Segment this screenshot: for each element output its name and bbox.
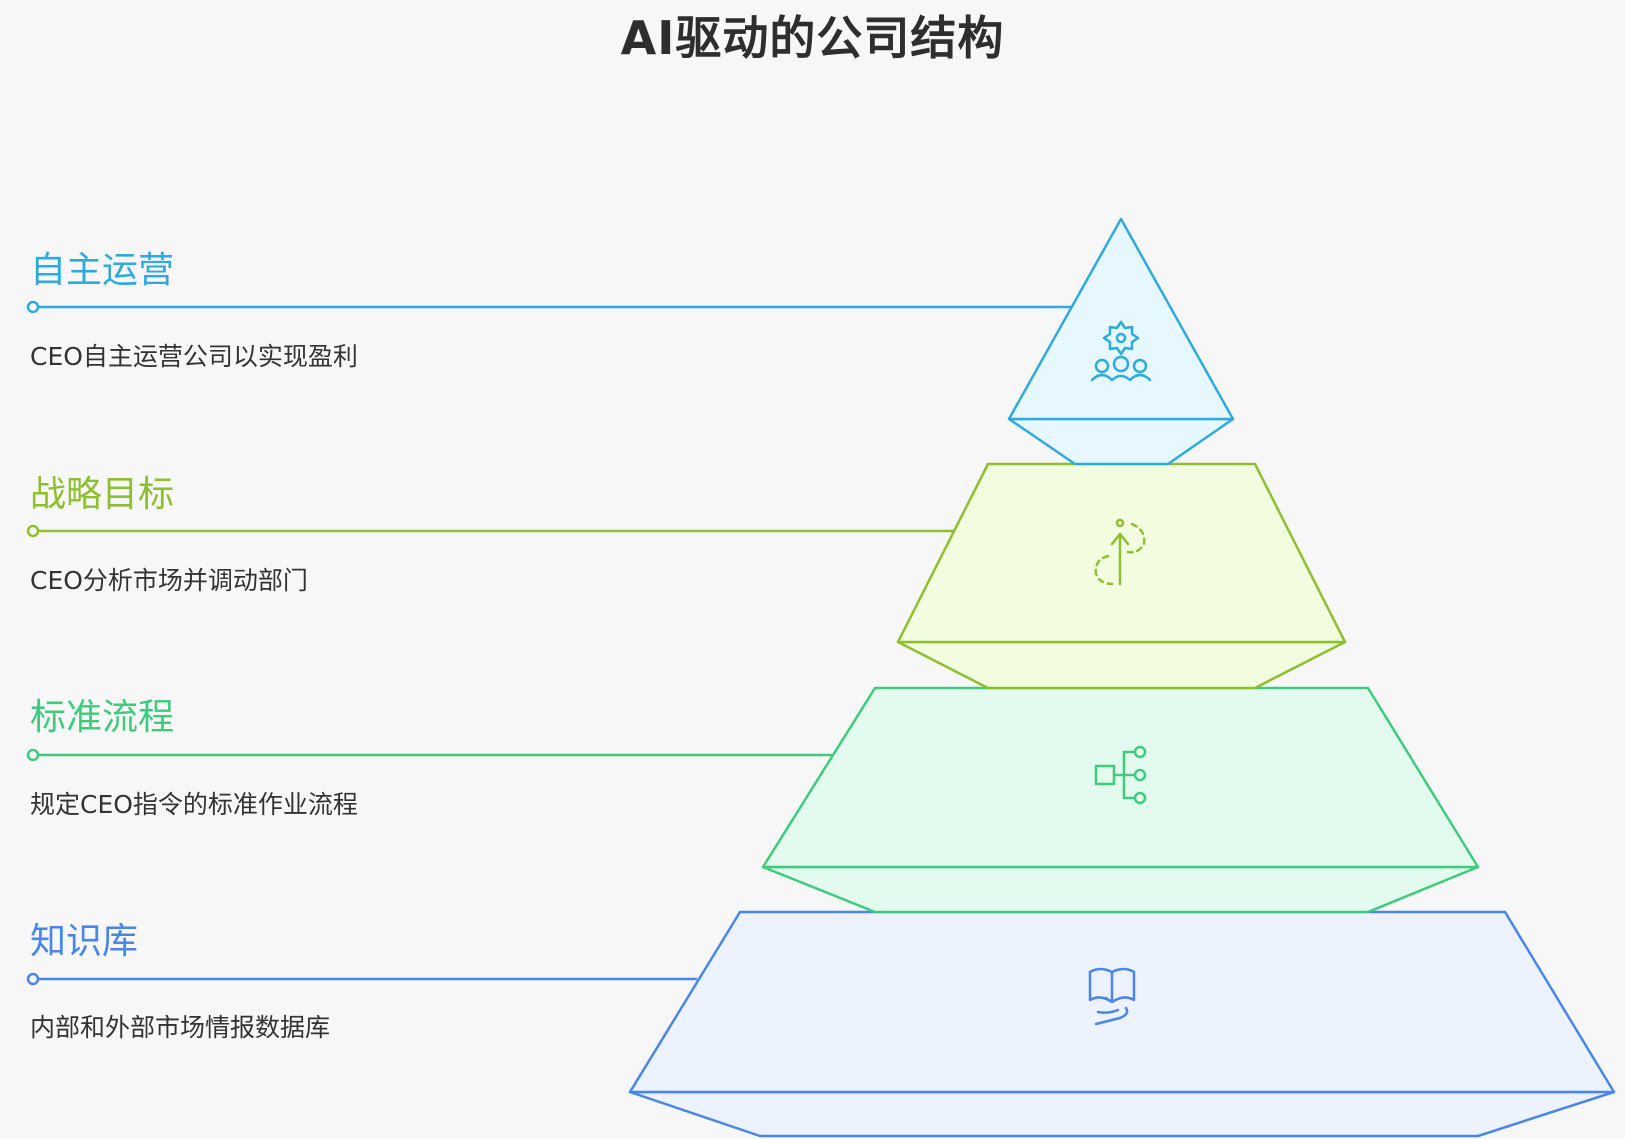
layer-description-knowledge-base: 内部和外部市场情报数据库 [30, 1013, 331, 1042]
layer-strategic-goals-front-face [896, 462, 1347, 644]
layer-label-knowledge-base: 知识库 [30, 921, 139, 962]
layer-description-autonomous-ops: CEO自主运营公司以实现盈利 [30, 342, 358, 371]
layer-label-strategic-goals: 战略目标 [30, 474, 175, 515]
layer-knowledge-base-front-face [628, 910, 1616, 1094]
connector-dot-knowledge-base [26, 972, 40, 986]
gear-team-icon [1090, 320, 1152, 382]
connector-dot-standard-process [26, 748, 40, 762]
layer-strategic-goals-bottom-face [896, 640, 1347, 690]
layer-label-standard-process: 标准流程 [30, 697, 175, 738]
layer-standard-process-front-face [761, 686, 1480, 869]
pyramid-layer-strategic-goals [26, 462, 1347, 690]
target-arrow-icon [1094, 518, 1146, 586]
page-title: AI驱动的公司结构 [620, 11, 1005, 65]
connector-dot-autonomous-ops [26, 300, 40, 314]
layer-label-autonomous-ops: 自主运营 [30, 250, 175, 291]
process-flow-icon [1094, 745, 1147, 805]
layer-description-strategic-goals: CEO分析市场并调动部门 [30, 566, 308, 595]
layer-description-standard-process: 规定CEO指令的标准作业流程 [30, 790, 358, 819]
layer-autonomous-ops-front-face [1007, 217, 1235, 421]
pyramid-layer-knowledge-base [26, 910, 1616, 1138]
layer-autonomous-ops-bottom-face [1007, 417, 1235, 466]
pyramid-layer-standard-process [26, 686, 1480, 914]
connector-dot-strategic-goals [26, 524, 40, 538]
pyramid-layer-autonomous-ops [26, 217, 1235, 466]
layer-standard-process-bottom-face [761, 865, 1480, 914]
book-hand-icon [1088, 967, 1136, 1026]
layer-knowledge-base-bottom-face [628, 1090, 1616, 1138]
